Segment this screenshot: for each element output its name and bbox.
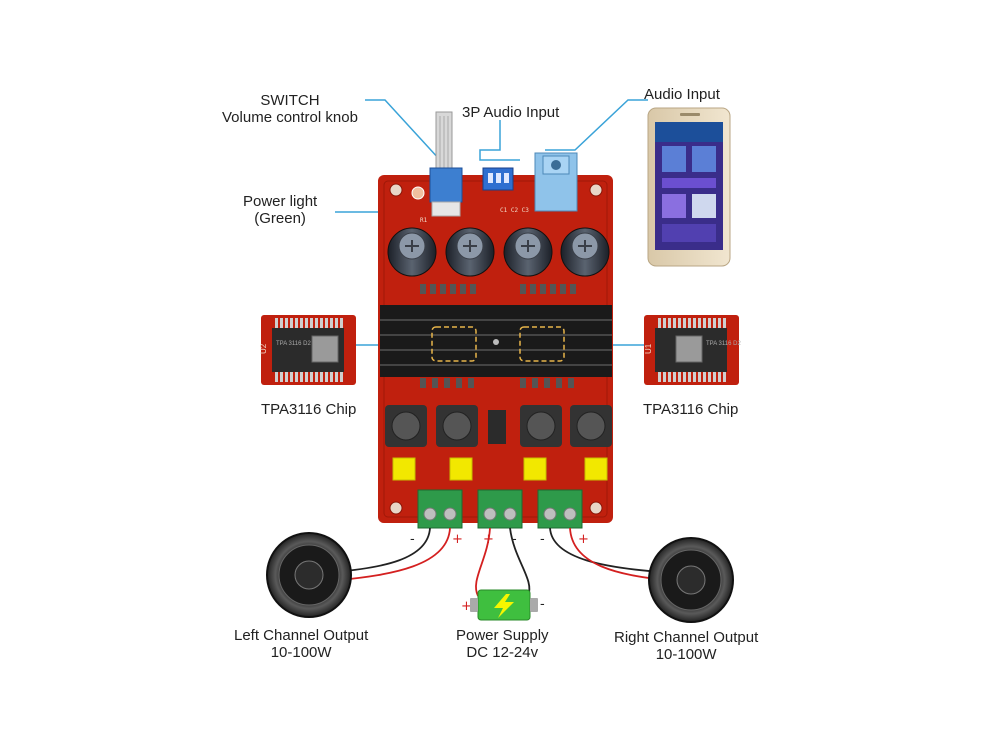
callout-audio-input (545, 99, 648, 151)
label-3p-audio-input: 3P Audio Input (462, 104, 560, 121)
chip-closeup-left: U2 TPA 3116 D2 (259, 315, 356, 385)
three-pin-audio-connector[interactable] (482, 167, 514, 191)
label-left-output: Left Channel Output 10-100W (234, 627, 368, 661)
label-left-output-line2: 10-100W (270, 644, 332, 661)
chip-designator-right: U1 (644, 343, 653, 354)
label-power-light-line1: Power light (243, 193, 318, 210)
polarity-minus-battery: - (540, 597, 545, 612)
capacitors (387, 227, 610, 277)
inductor (520, 405, 562, 447)
volume-knob[interactable] (429, 111, 463, 217)
mount-hole (589, 183, 603, 197)
mount-hole (389, 183, 403, 197)
polarity-minus-left: - (410, 532, 415, 547)
terminal-left (417, 489, 463, 529)
svg-text:R1: R1 (420, 217, 428, 224)
chip-marking-left: TPA 3116 D2 (276, 341, 311, 347)
label-chip-right: TPA3116 Chip (643, 401, 739, 418)
label-left-output-line1: Left Channel Output (234, 627, 369, 644)
terminal-blocks[interactable] (417, 489, 583, 529)
label-audio-input: Audio Input (644, 86, 720, 103)
label-power-light: Power light (Green) (243, 193, 317, 227)
callout-switch (365, 99, 441, 161)
power-led (411, 186, 425, 200)
wire-right-neg (549, 527, 661, 573)
label-power-light-line2: (Green) (254, 210, 306, 227)
capacitor (503, 227, 553, 277)
callout-3p-input (479, 120, 520, 161)
polarity-marks: - + + - - + + - (410, 532, 589, 614)
label-chip-left: TPA3116 Chip (261, 401, 357, 418)
capacitor (445, 227, 495, 277)
svg-text:C1 C2 C3: C1 C2 C3 (500, 207, 529, 214)
terminal-power (477, 489, 523, 529)
chip-closeup-right: U1 TPA 3116 D2 (644, 315, 741, 385)
chip-location-left (431, 326, 477, 362)
label-switch-line1: SWITCH (260, 92, 320, 109)
polarity-minus-power: - (512, 532, 517, 547)
film-capacitors (392, 457, 608, 481)
label-switch: SWITCH Volume control knob (222, 92, 358, 126)
wires (334, 527, 666, 597)
board-silkscreen: C1 C2 C3 R1 (420, 207, 529, 224)
inductors (385, 405, 612, 447)
inductor (436, 405, 478, 447)
polarity-plus-left: + (452, 532, 463, 547)
label-switch-line2: Volume control knob (222, 109, 358, 126)
capacitor (387, 227, 437, 277)
label-right-output-line2: 10-100W (655, 646, 717, 663)
chip-location-right (519, 326, 565, 362)
chip-marking-right: TPA 3116 D2 (706, 341, 741, 347)
polarity-minus-right: - (540, 532, 545, 547)
battery-icon (470, 589, 538, 621)
wire-left-pos (339, 527, 451, 581)
inductor (385, 405, 427, 447)
inductor (570, 405, 612, 447)
wire-power-pos (475, 527, 491, 597)
speaker-left-icon (266, 532, 352, 618)
polarity-plus-right: + (578, 532, 589, 547)
label-power-supply-line1: Power Supply (456, 627, 549, 644)
label-right-output-line1: Right Channel Output (614, 629, 759, 646)
mount-hole (589, 501, 603, 515)
polarity-plus-power: + (483, 532, 494, 547)
mount-hole (389, 501, 403, 515)
terminal-right (537, 489, 583, 529)
heatsink (380, 305, 612, 377)
label-power-supply: Power Supply DC 12-24v (456, 627, 549, 661)
label-power-supply-line2: DC 12-24v (466, 644, 539, 661)
capacitor (560, 227, 610, 277)
polarity-plus-battery: + (461, 599, 472, 614)
diode (488, 410, 506, 444)
smartphone-icon (647, 107, 731, 267)
smd-components (420, 284, 576, 388)
label-right-output: Right Channel Output 10-100W (614, 629, 758, 663)
chip-designator-left: U2 (259, 343, 268, 354)
speaker-right-icon (648, 537, 734, 623)
audio-jack[interactable] (534, 152, 578, 212)
